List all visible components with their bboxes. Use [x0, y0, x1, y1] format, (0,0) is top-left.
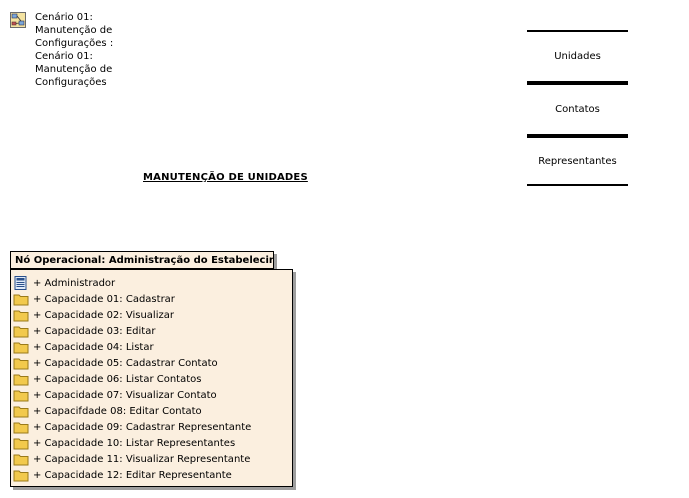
node-item-label: + Capacidade 04: Listar — [33, 341, 154, 353]
folder-icon — [13, 374, 29, 386]
node-item-capacidade-08[interactable]: + Capacifdade 08: Editar Contato — [11, 403, 292, 419]
node-item-capacidade-03[interactable]: + Capacidade 03: Editar — [11, 323, 292, 339]
entity-item-representantes[interactable]: Representantes — [527, 136, 628, 186]
entity-label: Representantes — [538, 155, 617, 167]
scenario-header[interactable]: Cenário 01: Manutenção de Configurações … — [10, 11, 125, 89]
folder-icon — [13, 422, 29, 434]
folder-icon — [13, 454, 29, 466]
node-item-label: + Capacidade 06: Listar Contatos — [33, 373, 202, 385]
node-item-label: + Capacifdade 08: Editar Contato — [33, 405, 202, 417]
node-item-capacidade-11[interactable]: + Capacidade 11: Visualizar Representant… — [11, 451, 292, 467]
node-item-capacidade-10[interactable]: + Capacidade 10: Listar Representantes — [11, 435, 292, 451]
node-item-capacidade-05[interactable]: + Capacidade 05: Cadastrar Contato — [11, 355, 292, 371]
node-item-label: + Capacidade 02: Visualizar — [33, 309, 174, 321]
node-item-label: + Capacidade 07: Visualizar Contato — [33, 389, 217, 401]
node-item-capacidade-06[interactable]: + Capacidade 06: Listar Contatos — [11, 371, 292, 387]
node-item-label: + Capacidade 11: Visualizar Representant… — [33, 453, 251, 465]
folder-icon — [13, 390, 29, 402]
page-title: MANUTENÇÃO DE UNIDADES — [143, 172, 308, 183]
node-item-capacidade-04[interactable]: + Capacidade 04: Listar — [11, 339, 292, 355]
folder-icon — [13, 294, 29, 306]
node-item-capacidade-02[interactable]: + Capacidade 02: Visualizar — [11, 307, 292, 323]
folder-icon — [13, 310, 29, 322]
node-item-label: + Capacidade 09: Cadastrar Representante — [33, 421, 252, 433]
folder-icon — [13, 406, 29, 418]
node-item-capacidade-12[interactable]: + Capacidade 12: Editar Representante — [11, 467, 292, 483]
folder-icon — [13, 438, 29, 450]
entity-label: Unidades — [554, 50, 601, 62]
node-item-label: + Capacidade 03: Editar — [33, 325, 156, 337]
node-item-label: + Capacidade 05: Cadastrar Contato — [33, 357, 218, 369]
entity-list: Unidades Contatos Representantes — [527, 30, 628, 186]
actor-icon — [14, 276, 27, 290]
folder-icon — [13, 326, 29, 338]
node-item-capacidade-01[interactable]: + Capacidade 01: Cadastrar — [11, 291, 292, 307]
node-panel: + Administrador + Capacidade 01: Cadastr… — [10, 269, 293, 487]
node-item-capacidade-09[interactable]: + Capacidade 09: Cadastrar Representante — [11, 419, 292, 435]
node-item-label: + Administrador — [33, 277, 116, 289]
diagram-icon — [10, 12, 26, 28]
node-item-administrador[interactable]: + Administrador — [11, 275, 292, 291]
entity-item-contatos[interactable]: Contatos — [527, 83, 628, 136]
scenario-label: Cenário 01: Manutenção de Configurações … — [35, 12, 114, 88]
folder-icon — [13, 470, 29, 482]
node-title[interactable]: Nó Operacional: Administração do Estabel… — [10, 251, 274, 269]
folder-icon — [13, 342, 29, 354]
entity-item-unidades[interactable]: Unidades — [527, 30, 628, 83]
node-item-label: + Capacidade 01: Cadastrar — [33, 293, 175, 305]
node-item-label: + Capacidade 10: Listar Representantes — [33, 437, 236, 449]
entity-label: Contatos — [555, 103, 600, 115]
folder-icon — [13, 358, 29, 370]
node-item-capacidade-07[interactable]: + Capacidade 07: Visualizar Contato — [11, 387, 292, 403]
node-item-label: + Capacidade 12: Editar Representante — [33, 469, 232, 481]
